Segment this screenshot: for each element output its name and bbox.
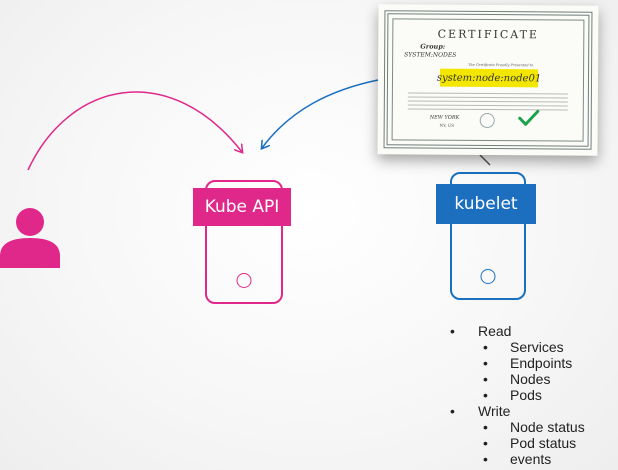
kubelet-device bbox=[450, 172, 526, 300]
read-item: Pods bbox=[450, 387, 585, 403]
write-item: Node status bbox=[450, 419, 585, 435]
certificate-city: NEW YORK bbox=[429, 114, 460, 121]
user-to-api-arrow bbox=[27, 91, 242, 171]
kubelet-label: kubelet bbox=[436, 184, 536, 224]
certificate-name: system:node:node01 bbox=[437, 68, 541, 88]
write-item: events bbox=[450, 451, 585, 467]
kube-api-label: Kube API bbox=[193, 188, 291, 226]
kubelet-device-button bbox=[480, 269, 496, 284]
read-item: Nodes bbox=[450, 371, 585, 387]
certificate-zip: NY, US bbox=[439, 122, 454, 128]
checkmark-icon bbox=[518, 109, 540, 126]
kubelet-to-api-arrow bbox=[262, 79, 379, 148]
certificate-title: CERTIFICATE bbox=[437, 27, 540, 42]
certificate-group-label: Group: bbox=[420, 42, 446, 51]
permission-write: Write bbox=[450, 403, 585, 419]
certificate-subtitle: The Certificate Proudly Presented to bbox=[468, 62, 534, 68]
user-icon bbox=[0, 208, 60, 268]
kube-api-device-button bbox=[236, 273, 252, 288]
read-item: Endpoints bbox=[450, 355, 585, 371]
certificate-body-text bbox=[407, 92, 568, 113]
seal-icon bbox=[479, 112, 495, 129]
kube-api-device bbox=[205, 180, 283, 304]
permission-read: Read bbox=[450, 323, 585, 339]
write-item: Pod status bbox=[450, 435, 585, 451]
read-item: Services bbox=[450, 339, 585, 355]
certificate-group-value: SYSTEM:NODES bbox=[404, 51, 457, 59]
cert-pointer-line bbox=[479, 154, 491, 166]
certificate: CERTIFICATE Group: SYSTEM:NODES The Cert… bbox=[377, 4, 599, 156]
permissions-list: Read Services Endpoints Nodes Pods Write… bbox=[450, 323, 585, 467]
